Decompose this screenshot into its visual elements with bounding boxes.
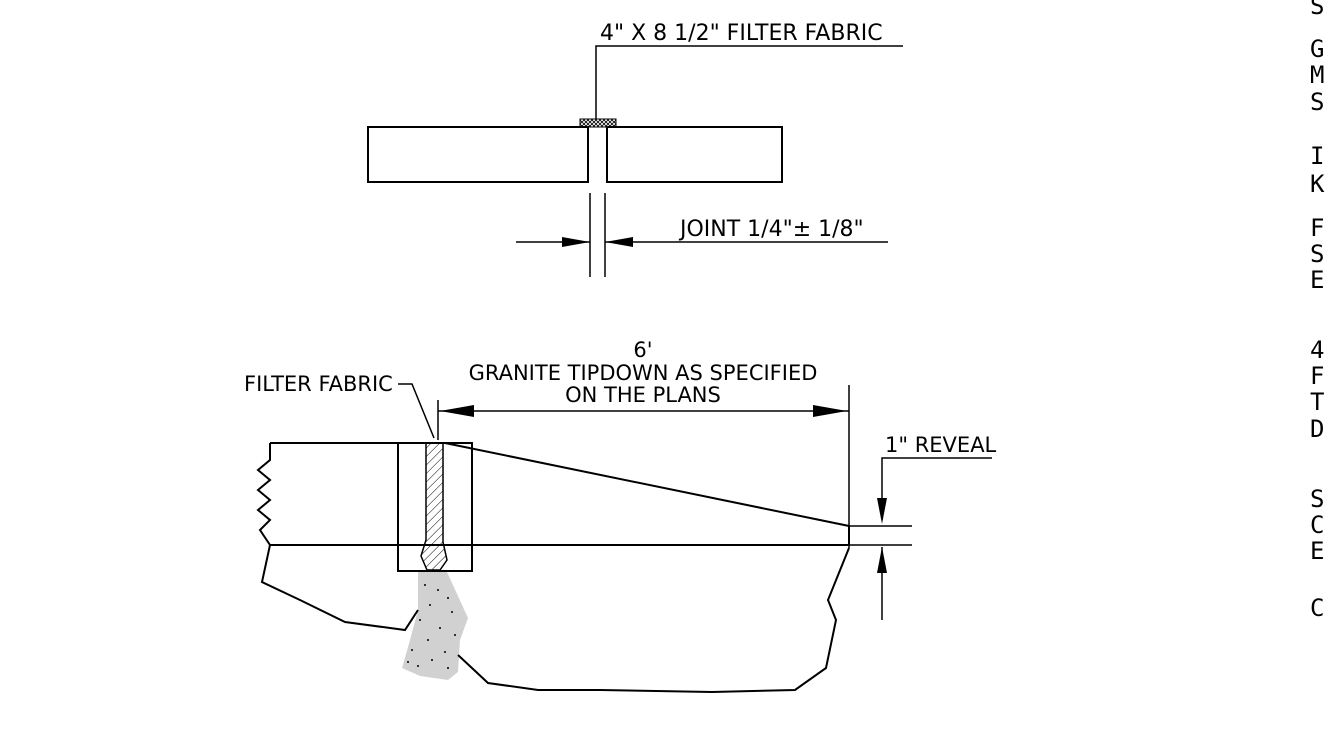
reveal-arrow-up <box>877 547 887 573</box>
filter-fabric-side-label: FILTER FABRIC <box>244 372 393 396</box>
filter-fabric-top-label: 4" X 8 1/2" FILTER FABRIC <box>600 21 883 46</box>
granite-tipdown-profile <box>444 442 850 545</box>
tipdown-label-line1: GRANITE TIPDOWN AS SPECIFIED <box>469 361 818 385</box>
joint-label: JOINT 1/4"± 1/8" <box>678 217 864 242</box>
joint-arrow-left <box>562 237 590 247</box>
edge-fragment: K <box>1310 170 1325 198</box>
right-curb-section <box>606 126 783 183</box>
filter-fabric-strip <box>579 118 617 128</box>
edge-fragment: F <box>1310 214 1324 242</box>
edge-fragment: S <box>1310 0 1324 20</box>
filter-fabric-section <box>420 442 448 571</box>
reveal-leader <box>881 457 992 500</box>
filter-fabric-leader <box>595 45 903 119</box>
gravel-base <box>402 572 468 680</box>
edge-fragment: I <box>1310 142 1324 170</box>
dimension-value: 6' <box>633 338 652 362</box>
filter-fabric-side-leader <box>398 383 435 439</box>
tipdown-arrow-right <box>813 405 847 417</box>
tipdown-label-line2: ON THE PLANS <box>565 383 721 407</box>
reveal-arrow-down <box>877 498 887 524</box>
joint-arrow-right <box>605 237 633 247</box>
edge-fragment: E <box>1310 266 1324 294</box>
excavation-outline-left <box>260 544 419 632</box>
tipdown-arrow-left <box>440 405 474 417</box>
tipdown-section-detail: 6' GRANITE TIPDOWN AS SPECIFIED ON THE P… <box>244 338 997 694</box>
edge-fragment: T <box>1310 388 1324 416</box>
edge-fragment: E <box>1310 537 1324 565</box>
left-curb-section <box>367 126 589 183</box>
excavation-outline-right <box>457 547 850 694</box>
edge-fragment: C <box>1310 594 1324 622</box>
edge-fragment: S <box>1310 88 1324 116</box>
edge-fragment: S <box>1310 485 1324 513</box>
edge-fragment: F <box>1310 362 1324 390</box>
edge-fragment: G <box>1310 35 1324 63</box>
cropped-notes-column: S G M S I K F S E 4 F T D S C E C <box>1310 0 1325 622</box>
joint-plan-detail: 4" X 8 1/2" FILTER FABRIC JOINT 1/4"± 1/… <box>367 21 903 277</box>
edge-fragment: D <box>1310 415 1324 443</box>
existing-pavement-break <box>256 443 272 546</box>
reveal-label: 1" REVEAL <box>885 433 997 457</box>
edge-fragment: M <box>1310 61 1324 89</box>
edge-fragment: C <box>1310 511 1324 539</box>
edge-fragment: S <box>1310 240 1324 268</box>
gravel-dots <box>407 584 456 669</box>
edge-fragment: 4 <box>1310 336 1324 364</box>
